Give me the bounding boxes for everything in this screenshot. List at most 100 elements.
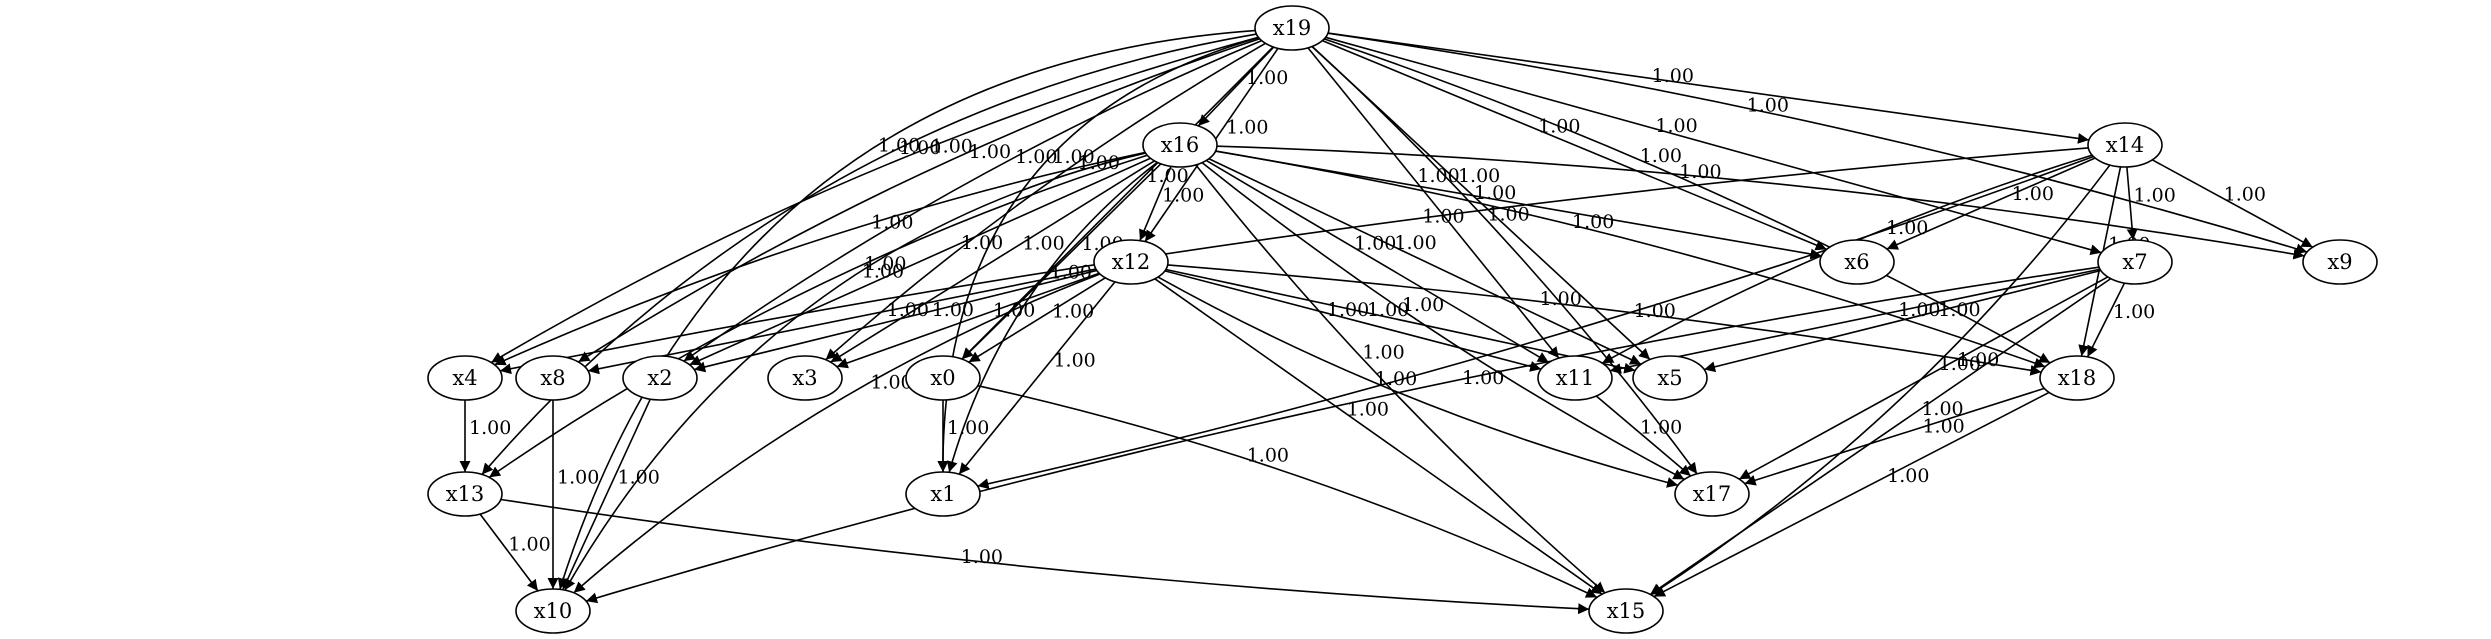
edge-x19-to-x11	[1307, 47, 1560, 359]
node-label: x13	[446, 482, 485, 506]
edge-line	[830, 160, 1155, 363]
edge-line	[1164, 270, 1542, 372]
edge-x7-to-x18	[2086, 282, 2126, 358]
edge-weight-label: 1.00	[1375, 368, 1417, 390]
edge-x12-to-x10	[573, 273, 1101, 594]
edge-weight-label: 1.00	[864, 253, 906, 275]
node-ellipse	[905, 471, 981, 517]
edge-weight-label: 1.00	[1957, 349, 1999, 371]
node-ellipse	[1588, 588, 1664, 634]
edge-line	[1653, 391, 2050, 598]
edge-x12-to-x11	[1164, 270, 1542, 372]
edge-weight-label: 1.00	[1417, 165, 1459, 187]
node-x5: x5	[1632, 355, 1708, 401]
edge-line	[1215, 150, 2046, 369]
edge-x19-to-x8	[577, 37, 1260, 363]
edge-weight-label: 1.00	[1354, 232, 1396, 254]
node-label: x0	[930, 366, 955, 390]
node-label: x6	[1844, 250, 1869, 274]
edge-x13-to-x10	[479, 513, 539, 592]
node-x12: x12	[1093, 239, 1169, 285]
node-label: x5	[1657, 366, 1682, 390]
edge-x12-to-x18	[1167, 264, 2042, 376]
edge-weight-label: 1.00	[1052, 300, 1094, 322]
node-label: x8	[540, 366, 565, 390]
edge-x14-to-x1	[977, 155, 2094, 490]
node-ellipse	[1537, 355, 1613, 401]
edge-weight-label: 1.00	[947, 417, 989, 439]
edge-x16-to-x5	[1208, 158, 1642, 365]
edge-line	[1208, 158, 1642, 365]
edge-weight-label: 1.00	[1362, 341, 1404, 363]
edge-weight-label: 1.00	[618, 466, 660, 488]
edge-x19-to-x0	[961, 46, 1274, 360]
node-x4: x4	[427, 355, 503, 401]
edge-line	[488, 154, 1148, 478]
edge-line	[585, 266, 2100, 604]
edge-weight-label: 1.00	[1640, 417, 1682, 439]
edge-weight-label: 1.00	[469, 417, 511, 439]
edge-line	[977, 384, 1598, 599]
edge-x16-to-x3	[830, 160, 1155, 363]
edge-weight-label: 1.00	[871, 211, 913, 233]
node-ellipse	[2087, 122, 2163, 168]
edge-x19-to-x3	[825, 42, 1266, 361]
node-ellipse	[905, 355, 981, 401]
edge-weight-label: 1.00	[1246, 67, 1288, 89]
edge-x0-to-x15	[977, 384, 1598, 599]
edge-weight-label: 1.00	[1458, 165, 1500, 187]
edge-line	[1738, 276, 2109, 480]
node-label: x17	[1693, 482, 1732, 506]
edge-x16-to-x9	[1216, 145, 2305, 260]
edge-weight-label: 1.00	[878, 135, 920, 157]
node-ellipse	[1093, 239, 1169, 285]
edge-weight-label: 1.00	[1367, 299, 1409, 321]
edge-weight-label: 1.00	[969, 141, 1011, 163]
node-ellipse	[1674, 471, 1750, 517]
edge-line	[1744, 387, 2045, 486]
node-x9: x9	[2302, 239, 2378, 285]
edge-line	[557, 29, 1256, 590]
edge-line	[490, 36, 1259, 364]
node-label: x15	[1607, 599, 1646, 623]
edge-weight-label: 1.00	[899, 137, 941, 159]
edge-line	[1327, 32, 2308, 255]
node-ellipse	[515, 588, 591, 634]
edge-x19-to-x7	[1325, 36, 2102, 256]
node-label: x12	[1112, 250, 1151, 274]
node-label: x10	[534, 599, 573, 623]
edge-weight-label: 1.00	[2113, 301, 2155, 323]
edge-line	[968, 277, 1106, 363]
edge-weight-label: 1.00	[1462, 367, 1504, 389]
edge-x14-to-x4	[499, 147, 2089, 375]
node-ellipse	[622, 355, 698, 401]
edge-x16-to-x4	[494, 151, 1146, 366]
edge-weight-label: 1.00	[557, 466, 599, 488]
edge-weight-label: 1.00	[1402, 294, 1444, 316]
edge-line	[2126, 166, 2138, 241]
node-ellipse	[1254, 5, 1330, 51]
edge-weight-label: 1.00	[1538, 115, 1580, 137]
edge-line	[1216, 145, 2305, 260]
edge-line	[1154, 278, 1603, 595]
edge-line	[562, 398, 651, 591]
edge-weight-label: 1.00	[1394, 232, 1436, 254]
edge-x19-to-x10	[557, 29, 1256, 590]
edge-x16-to-x10	[564, 152, 1146, 591]
node-ellipse	[2039, 355, 2115, 401]
node-x19: x19	[1254, 5, 1330, 51]
edge-x16-to-x0	[961, 163, 1162, 360]
edge-x18-to-x17	[1744, 387, 2045, 486]
node-label: x19	[1273, 16, 1312, 40]
edge-line	[499, 147, 2089, 375]
node-x8: x8	[515, 355, 591, 401]
node-x11: x11	[1537, 355, 1613, 401]
edge-x19-to-x17	[1311, 45, 1698, 475]
edge-weight-label: 1.00	[2224, 184, 2266, 206]
node-x14: x14	[2087, 122, 2163, 168]
node-x15: x15	[1588, 588, 1664, 634]
edge-x16-to-x12	[1139, 166, 1172, 241]
edge-weight-label: 1.00	[1022, 232, 1064, 254]
edge-x13-to-x15	[500, 498, 1590, 615]
